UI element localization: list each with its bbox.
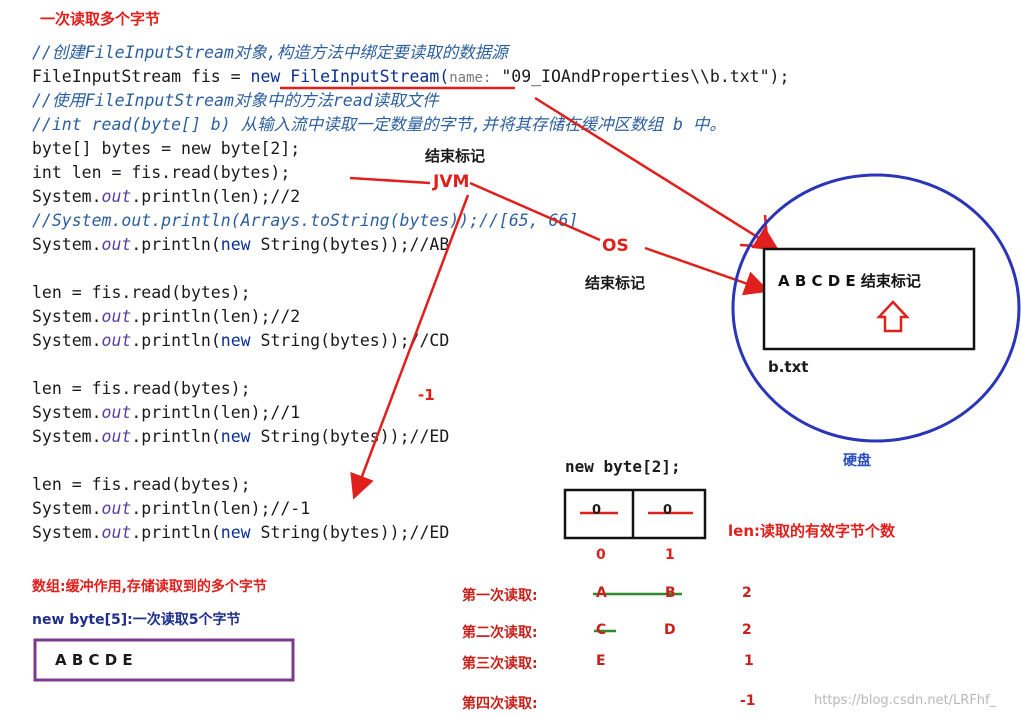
watermark: https://blog.csdn.net/LRFhf_	[814, 693, 997, 708]
read-3-count: 1	[744, 653, 754, 669]
new-fileinputstream-call: new FileInputStream(	[250, 67, 450, 86]
arrow-fis-to-file	[534, 96, 780, 251]
line-jvm-to-os	[469, 181, 601, 242]
arrow-jvm-to-minus-one	[350, 194, 470, 500]
index1-label: 1	[665, 547, 675, 563]
line-read-to-jvm	[349, 176, 431, 185]
code-line-print-len4: System.out.println(len);//-1	[32, 499, 311, 518]
file-name-label: b.txt	[768, 358, 809, 376]
cell0-value: 0	[592, 503, 602, 518]
code-line-print-len1: System.out.println(len);//2	[32, 187, 301, 206]
code-comment-arrays: //System.out.println(Arrays.toString(byt…	[32, 211, 579, 230]
read-2-count: 2	[742, 622, 752, 638]
disk-circle	[731, 173, 1021, 443]
buffer5-contents: A B C D E	[55, 651, 133, 669]
end-mark-label-mid: 结束标记	[585, 274, 646, 292]
code-line-print-str4: System.out.println(new String(bytes));//…	[32, 523, 450, 542]
new-byte2-label: new byte[2];	[565, 457, 681, 476]
read-1-a: A	[596, 585, 607, 601]
code-line-read3: len = fis.read(bytes);	[32, 379, 251, 398]
file-box	[762, 247, 976, 351]
read-1-b: B	[665, 585, 676, 601]
code-line-print-len2: System.out.println(len);//2	[32, 307, 301, 326]
cell1-value: 0	[663, 503, 673, 518]
end-mark-label-top: 结束标记	[425, 147, 486, 165]
read-label-3: 第三次读取:	[462, 656, 538, 672]
code-line-read2: len = fis.read(bytes);	[32, 283, 251, 302]
page-title: 一次读取多个字节	[40, 10, 161, 28]
minus-one-label: -1	[418, 386, 435, 404]
code-line-print-str2: System.out.println(new String(bytes));//…	[32, 331, 450, 350]
array-description: 数组:缓冲作用,存储读取到的多个字节	[32, 579, 267, 595]
read-label-1: 第一次读取:	[462, 588, 538, 604]
read-2-a: C	[596, 622, 607, 638]
arrow-os-to-file	[644, 246, 770, 296]
index0-label: 0	[596, 547, 606, 563]
file-contents: A B C D E 结束标记	[778, 272, 921, 290]
code-line-read1: int len = fis.read(bytes);	[32, 163, 291, 182]
os-label: OS	[602, 236, 629, 256]
new-byte5-label: new byte[5]:一次读取5个字节	[32, 612, 241, 628]
jvm-label: JVM	[433, 172, 470, 192]
code-line-print-str3: System.out.println(new String(bytes));//…	[32, 427, 450, 446]
param-hint: name:	[449, 70, 492, 86]
read-1-count: 2	[742, 585, 752, 601]
code-comment-create: //创建FileInputStream对象,构造方法中绑定要读取的数据源	[32, 43, 508, 62]
end-pointer-arrow	[876, 300, 910, 333]
read-4-count: -1	[740, 693, 756, 709]
read-label-2: 第二次读取:	[462, 625, 538, 641]
code-comment-read-doc: //int read(byte[] b) 从输入流中读取一定数量的字节,并将其存…	[32, 115, 726, 134]
disk-label: 硬盘	[843, 453, 871, 469]
read-3-a: E	[596, 653, 606, 669]
byte5-buffer-box	[33, 638, 295, 682]
code-comment-use: //使用FileInputStream对象中的方法read读取文件	[32, 91, 439, 110]
read-2-b: D	[664, 622, 676, 638]
read-label-4: 第四次读取:	[462, 696, 538, 712]
code-line-print-str1: System.out.println(new String(bytes));//…	[32, 235, 450, 254]
code-line-fis: FileInputStream fis = new FileInputStrea…	[32, 67, 790, 86]
code-line-read4: len = fis.read(bytes);	[32, 475, 251, 494]
code-line-print-len3: System.out.println(len);//1	[32, 403, 301, 422]
code-line-bytes: byte[] bytes = new byte[2];	[32, 139, 301, 158]
len-description: len:读取的有效字节个数	[728, 522, 895, 540]
